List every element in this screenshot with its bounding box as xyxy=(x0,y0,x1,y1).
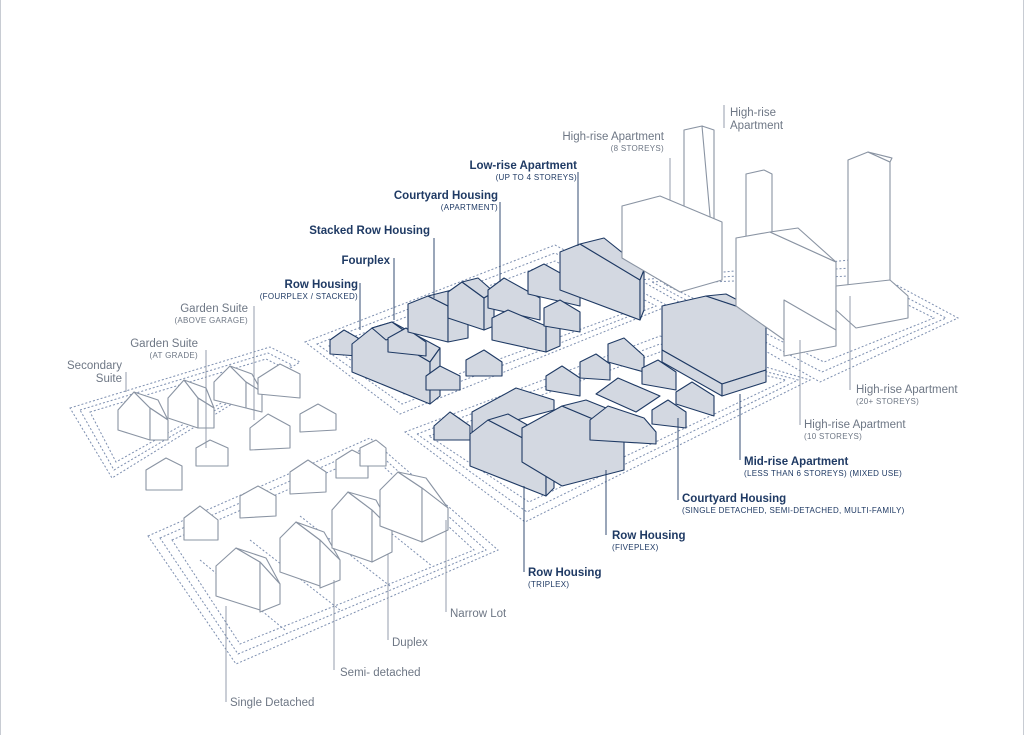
label-highrise-20: High-rise Apartment (20+ STOREYS) xyxy=(856,384,958,406)
label-sub: (LESS THAN 6 STOREYS) (MIXED USE) xyxy=(744,469,903,479)
label-name: High-rise Apartment xyxy=(730,107,784,133)
label-sub: (20+ STOREYS) xyxy=(856,397,920,407)
label-name: Secondary Suite xyxy=(67,360,122,386)
label-sub: (APARTMENT) xyxy=(440,203,498,213)
label-name: Row Housing xyxy=(612,530,686,542)
label-sub: (FIVEPLEX) xyxy=(612,543,659,553)
label-name: High-rise Apartment xyxy=(804,419,906,431)
label-row-fiveplex: Row Housing (FIVEPLEX) xyxy=(612,530,685,552)
label-sub: (AT GRADE) xyxy=(149,351,198,361)
high-rise-buildings xyxy=(621,125,909,357)
label-courtyard-apartment: Courtyard Housing (APARTMENT) xyxy=(392,190,498,212)
label-name: Single Detached xyxy=(230,697,315,709)
label-sub: (UP TO 4 STOREYS) xyxy=(495,173,577,183)
label-name: Narrow Lot xyxy=(450,608,507,620)
label-name: Garden Suite xyxy=(130,338,198,350)
label-sub: (SINGLE DETACHED, SEMI-DETACHED, MULTI-F… xyxy=(682,506,905,516)
label-highrise-8: High-rise Apartment (8 STOREYS) xyxy=(556,131,664,153)
label-name: Row Housing xyxy=(284,279,358,291)
label-midrise: Mid-rise Apartment (LESS THAN 6 STOREYS)… xyxy=(744,456,902,478)
label-fourplex: Fourplex xyxy=(330,255,390,268)
leader-lines xyxy=(125,105,851,702)
label-sub: (ABOVE GARAGE) xyxy=(174,316,248,326)
label-name: Row Housing xyxy=(528,567,602,579)
label-name: Semi- detached xyxy=(340,667,421,679)
label-name: Courtyard Housing xyxy=(393,190,498,202)
label-name: High-rise Apartment xyxy=(856,384,958,396)
label-garden-above: Garden Suite (ABOVE GARAGE) xyxy=(170,303,248,325)
label-highrise-10: High-rise Apartment (10 STOREYS) xyxy=(804,419,906,441)
label-highrise-top: High-rise Apartment xyxy=(730,107,783,133)
label-lowrise: Low-rise Apartment (UP TO 4 STOREYS) xyxy=(462,160,577,182)
label-name: High-rise Apartment xyxy=(562,131,664,143)
multi-unit-buildings xyxy=(329,237,769,497)
label-name: Low-rise Apartment xyxy=(469,160,577,172)
label-name: Fourplex xyxy=(341,255,390,267)
label-semi-detached: Semi- detached xyxy=(340,667,421,680)
label-single-detached: Single Detached xyxy=(230,697,314,710)
label-secondary-suite: Secondary Suite xyxy=(60,360,122,386)
label-name: Duplex xyxy=(392,637,428,649)
label-name: Garden Suite xyxy=(180,303,248,315)
label-duplex: Duplex xyxy=(392,637,428,650)
label-name: Stacked Row Housing xyxy=(309,225,430,237)
detached-houses xyxy=(117,363,449,613)
label-sub: (FOURPLEX / STACKED) xyxy=(259,292,358,302)
label-garden-grade: Garden Suite (AT GRADE) xyxy=(122,338,198,360)
label-sub: (8 STOREYS) xyxy=(610,144,664,154)
label-stacked-row: Stacked Row Housing xyxy=(308,225,430,238)
label-courtyard-single: Courtyard Housing (SINGLE DETACHED, SEMI… xyxy=(682,493,905,515)
label-name: Mid-rise Apartment xyxy=(744,456,849,468)
label-row-fourplex: Row Housing (FOURPLEX / STACKED) xyxy=(254,279,358,301)
label-sub: (TRIPLEX) xyxy=(528,580,570,590)
label-narrow-lot: Narrow Lot xyxy=(450,608,506,621)
label-row-triplex: Row Housing (TRIPLEX) xyxy=(528,567,601,589)
label-sub: (10 STOREYS) xyxy=(804,432,863,442)
label-name: Courtyard Housing xyxy=(682,493,787,505)
